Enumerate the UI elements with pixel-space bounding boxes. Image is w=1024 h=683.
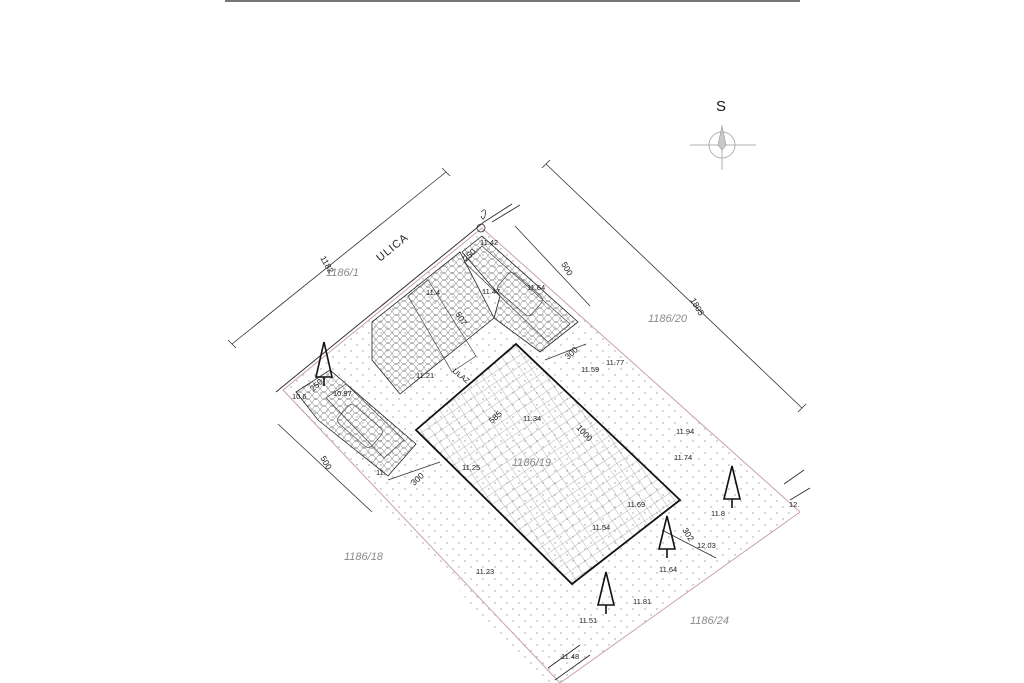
compass-needle-icon <box>717 125 727 151</box>
tree-icon <box>722 465 742 508</box>
tree-icon <box>657 515 677 558</box>
elevation-label: 11.42 <box>480 238 498 247</box>
parcel-label-neighbor-right: 1186/20 <box>648 313 688 325</box>
elevation-label: 11.69 <box>627 500 645 509</box>
dimension-lines <box>227 159 807 559</box>
parcel-label-neighbor-bottom: 1186/24 <box>690 615 729 627</box>
elevation-label: 10.6 <box>292 392 307 401</box>
elevation-label: 10.97 <box>333 389 352 398</box>
elevation-label: 11.47 <box>482 287 500 296</box>
north-label: S <box>716 98 726 115</box>
elevation-label: 11.54 <box>592 523 610 532</box>
elevation-label: 11.77 <box>606 358 624 367</box>
elevation-label: 11.25 <box>462 463 480 472</box>
street-label: ULICA <box>374 231 411 264</box>
tree-icon <box>314 341 334 386</box>
elevation-label: 11.81 <box>633 597 651 606</box>
elevation-label: 11.51 <box>579 616 597 625</box>
elevation-label: 11.8 <box>711 509 725 518</box>
parcel-label-neighbor-left: 1186/18 <box>344 551 384 563</box>
driveway-area <box>371 251 495 395</box>
tree-icon <box>596 571 616 614</box>
north-arrow: S <box>690 98 756 170</box>
elevation-label: 11.64 <box>659 565 677 574</box>
parking-bays <box>325 245 571 459</box>
lot-boundaries <box>275 203 811 683</box>
elevation-label: 11.4 <box>426 288 440 297</box>
elevation-label: 11.59 <box>581 365 599 374</box>
corner-tag: 12. <box>789 500 799 509</box>
elevation-label: 11.21 <box>416 371 434 380</box>
elevation-label: 11. <box>376 468 386 477</box>
elevation-label: 12.03 <box>697 541 716 550</box>
elevation-label: 11.23 <box>476 567 494 576</box>
elevation-label: 11.94 <box>676 427 694 436</box>
elevation-label: 11.74 <box>674 453 692 462</box>
elevation-label: 11.34 <box>523 414 541 423</box>
parking-area-left <box>295 369 417 477</box>
dim-parking-depth-top: 500 <box>559 260 575 278</box>
parcel-label-building-plot: 1186/19 <box>512 457 551 469</box>
dim-parking-depth-left: 500 <box>318 454 334 472</box>
elevation-label: 11.64 <box>527 283 545 292</box>
parcel-label-road: 1186/1 <box>326 267 359 279</box>
benchmark-marker <box>476 209 486 233</box>
elevation-label: 11.48 <box>561 652 579 661</box>
building-footprint <box>414 342 682 586</box>
